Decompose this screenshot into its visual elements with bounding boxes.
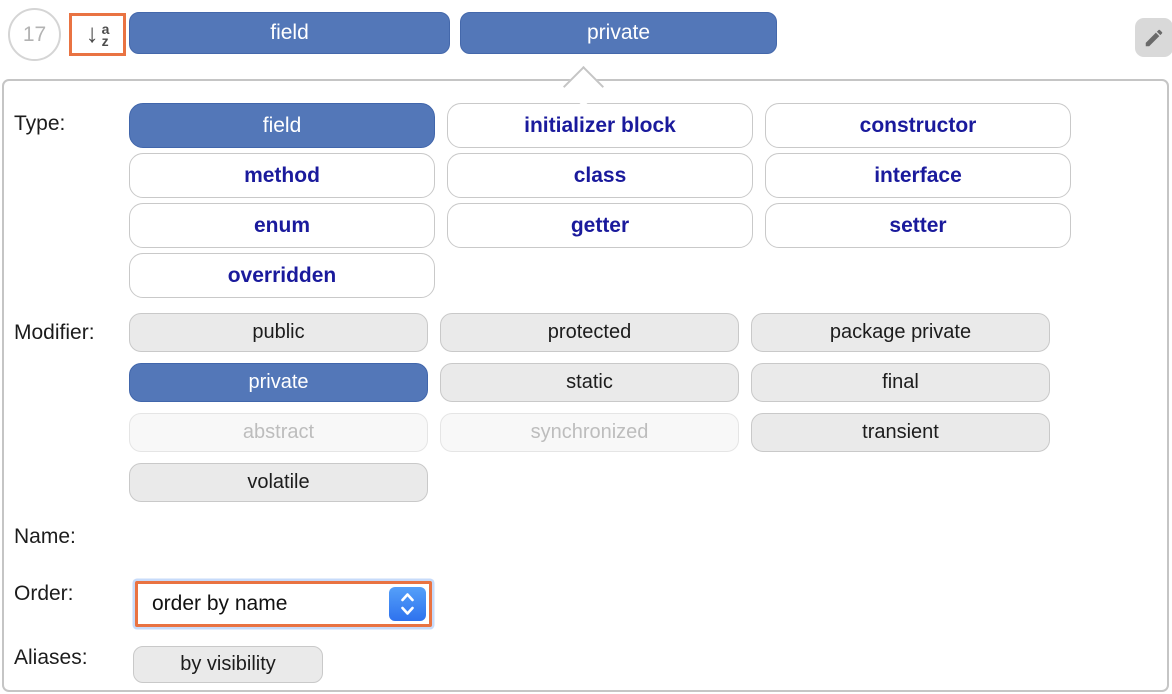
modifier-pill-private[interactable]: private xyxy=(129,363,428,402)
modifier-pill-protected[interactable]: protected xyxy=(440,313,739,352)
order-select-value: order by name xyxy=(152,592,288,615)
pencil-icon xyxy=(1145,29,1163,46)
modifier-pill-static[interactable]: static xyxy=(440,363,739,402)
modifier-pill-transient[interactable]: transient xyxy=(751,413,1050,452)
match-count-badge: 17 xyxy=(8,8,61,61)
modifier-pill-grid: public protected package private private… xyxy=(129,313,1050,502)
type-pill-setter[interactable]: setter xyxy=(765,203,1071,248)
type-section-label: Type: xyxy=(14,112,66,135)
sort-alphabetically-icon: a z xyxy=(101,20,110,49)
edit-filter-button[interactable] xyxy=(1135,18,1172,57)
modifier-pill-package-private[interactable]: package private xyxy=(751,313,1050,352)
sort-alphabetically-button[interactable]: ↓ a z xyxy=(69,13,126,56)
sort-alphabetically-icon: ↓ xyxy=(85,18,99,48)
active-filter-private[interactable]: private xyxy=(460,12,777,54)
type-pill-interface[interactable]: interface xyxy=(765,153,1071,198)
name-section-label: Name: xyxy=(14,525,76,548)
sort-letter-z: z xyxy=(101,32,109,49)
type-pill-overridden[interactable]: overridden xyxy=(129,253,435,298)
modifier-pill-final[interactable]: final xyxy=(751,363,1050,402)
type-pill-field[interactable]: field xyxy=(129,103,435,148)
type-pill-enum[interactable]: enum xyxy=(129,203,435,248)
active-filter-field[interactable]: field xyxy=(129,12,450,54)
modifier-pill-volatile[interactable]: volatile xyxy=(129,463,428,502)
alias-pill-by-visibility[interactable]: by visibility xyxy=(133,646,323,683)
modifier-pill-abstract: abstract xyxy=(129,413,428,452)
order-select[interactable]: order by name xyxy=(135,581,432,627)
type-pill-method[interactable]: method xyxy=(129,153,435,198)
type-pill-initializer-block[interactable]: initializer block xyxy=(447,103,753,148)
order-section-label: Order: xyxy=(14,582,74,605)
modifier-section-label: Modifier: xyxy=(14,321,95,344)
aliases-section-label: Aliases: xyxy=(14,646,88,669)
sort-letter-a: a xyxy=(101,20,110,37)
modifier-pill-synchronized: synchronized xyxy=(440,413,739,452)
type-pill-constructor[interactable]: constructor xyxy=(765,103,1071,148)
filter-options-panel: Type: field initializer block constructo… xyxy=(2,79,1169,692)
modifier-pill-public[interactable]: public xyxy=(129,313,428,352)
type-pill-getter[interactable]: getter xyxy=(447,203,753,248)
type-pill-grid: field initializer block constructor meth… xyxy=(129,103,1071,298)
up-down-chevrons-icon[interactable] xyxy=(389,587,426,621)
type-pill-class[interactable]: class xyxy=(447,153,753,198)
